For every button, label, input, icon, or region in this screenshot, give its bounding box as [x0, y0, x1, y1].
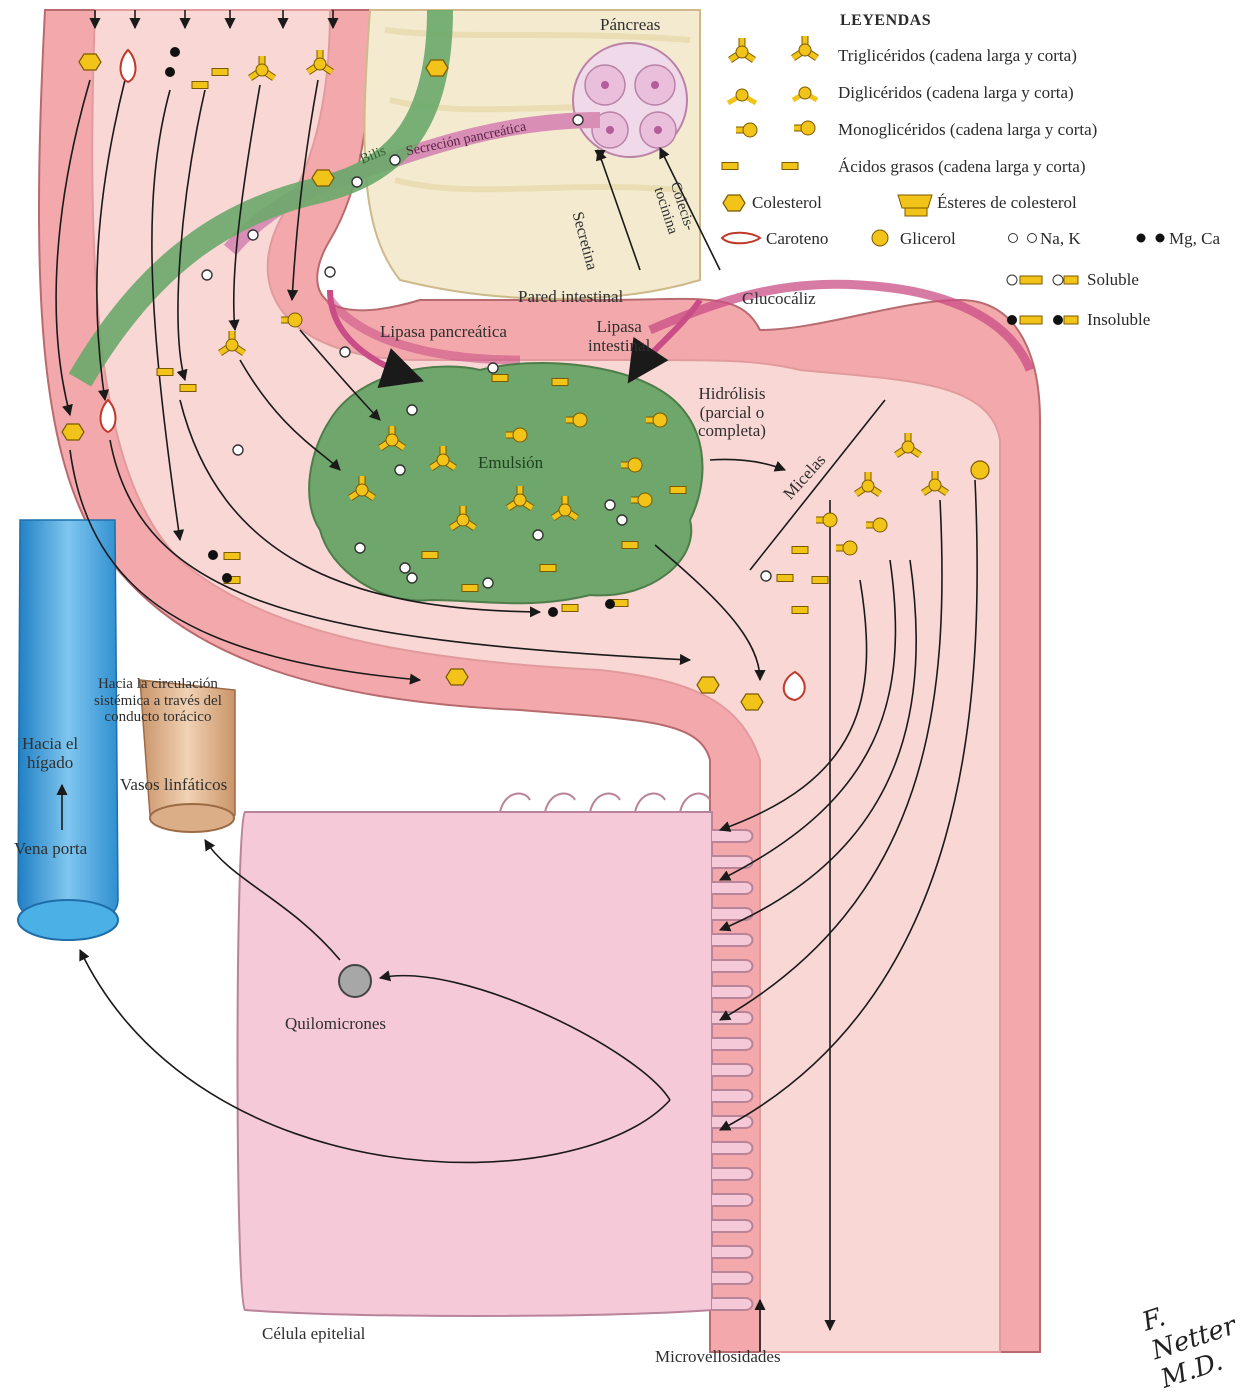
microvillus — [500, 794, 530, 812]
cholesterol-molecule — [79, 54, 101, 70]
fatty-acid-molecule — [212, 69, 228, 76]
legend-title: LEYENDAS — [840, 12, 931, 30]
legend-na-k: Na, K — [1040, 229, 1081, 249]
legend-monoglycerides: Monoglicéridos (cadena larga y corta) — [838, 120, 1097, 140]
fatty-acid-molecule — [792, 547, 808, 554]
fatty-acid-molecule — [180, 385, 196, 392]
cholesterol-molecule — [312, 170, 334, 186]
hydrolysis-label: Hidrólisis (parcial o completa) — [698, 385, 766, 441]
pancreas-label: Páncreas — [600, 16, 660, 35]
epithelial-cell-label: Célula epitelial — [262, 1325, 365, 1344]
fatty-acid-molecule — [562, 605, 578, 612]
lymph-vessels-label: Vasos linfáticos — [120, 776, 227, 795]
to-liver-label: Hacia el hígado — [22, 735, 78, 772]
intestinal-lipase-label: Lipasa intestinal — [588, 318, 650, 355]
microvillus — [712, 1038, 753, 1050]
intestinal-wall-label: Pared intestinal — [518, 288, 623, 307]
microvillus — [712, 1168, 753, 1180]
fatty-acid-molecule — [552, 379, 568, 386]
mg-ca-ion — [222, 573, 232, 583]
microvillus — [635, 794, 665, 812]
mg-ca-ion — [165, 67, 175, 77]
microvillus — [712, 882, 753, 894]
cholesterol-molecule — [446, 669, 468, 685]
cholesterol-molecule — [741, 694, 763, 710]
cholesterol-molecule — [426, 60, 448, 76]
glycerol-molecule — [971, 461, 989, 479]
microvillus — [712, 1246, 753, 1258]
emulsion-droplet — [309, 363, 702, 603]
microvillus — [590, 794, 620, 812]
legend-diglycerides: Diglicéridos (cadena larga y corta) — [838, 83, 1074, 103]
legend-carotene: Caroteno — [766, 229, 828, 249]
microvillus — [712, 1220, 753, 1232]
mg-ca-ion — [605, 599, 615, 609]
fatty-acid-molecule — [462, 585, 478, 592]
fatty-acid-molecule — [192, 82, 208, 89]
legend-insoluble: Insoluble — [1087, 310, 1150, 330]
cholesterol-molecule — [697, 677, 719, 693]
microvillus — [680, 794, 710, 812]
microvillus — [712, 1012, 753, 1024]
microvillus — [712, 1116, 753, 1128]
legend-triglycerides: Triglicéridos (cadena larga y corta) — [838, 46, 1077, 66]
microvillus — [712, 1272, 753, 1284]
fatty-acid-molecule — [492, 375, 508, 382]
legend-cholesterol-esters: Ésteres de colesterol — [937, 193, 1077, 213]
legend-soluble: Soluble — [1087, 270, 1139, 290]
legend: LEYENDAS Triglicéridos (cadena larga y c… — [712, 8, 1252, 338]
microvillus — [712, 1298, 753, 1310]
microvillus — [712, 1142, 753, 1154]
microvillus — [712, 1064, 753, 1076]
fatty-acid-molecule — [224, 553, 240, 560]
mg-ca-ion — [208, 550, 218, 560]
fatty-acid-molecule — [777, 575, 793, 582]
fatty-acid-molecule — [812, 577, 828, 584]
microvillus — [712, 986, 753, 998]
chylomicrons-label: Quilomicrones — [285, 1015, 386, 1034]
legend-cholesterol: Colesterol — [752, 193, 822, 213]
microvillus — [712, 1090, 753, 1102]
legend-fatty-acids: Ácidos grasos (cadena larga y corta) — [838, 157, 1086, 177]
fatty-acid-molecule — [622, 542, 638, 549]
microvillus — [545, 794, 575, 812]
fatty-acid-molecule — [670, 487, 686, 494]
cholesterol-molecule — [62, 424, 84, 440]
fatty-acid-molecule — [540, 565, 556, 572]
emulsion-label: Emulsión — [478, 454, 543, 473]
legend-glycerol: Glicerol — [900, 229, 956, 249]
portal-vein-label: Vena porta — [14, 840, 87, 859]
chylomicron-particle — [339, 965, 371, 997]
pancreatic-lipase-label: Lipasa pancreática — [380, 323, 507, 342]
legend-mg-ca: Mg, Ca — [1169, 229, 1220, 249]
microvillus — [712, 934, 753, 946]
mg-ca-ion — [170, 47, 180, 57]
to-systemic-circulation-label: Hacia la circulación sistémica a través … — [94, 676, 222, 726]
portal-vein — [18, 520, 118, 940]
microvillus — [712, 1194, 753, 1206]
microvillus — [712, 830, 753, 842]
fatty-acid-molecule — [422, 552, 438, 559]
microvillus — [712, 960, 753, 972]
fatty-acid-molecule — [792, 607, 808, 614]
epithelial-cell — [238, 794, 753, 1316]
microvilli-label: Microvellosidades — [655, 1348, 781, 1367]
fatty-acid-molecule — [157, 369, 173, 376]
mg-ca-ion — [548, 607, 558, 617]
